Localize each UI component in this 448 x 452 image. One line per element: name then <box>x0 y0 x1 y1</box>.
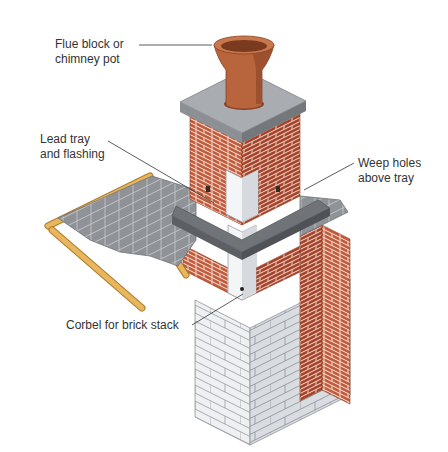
leader-line <box>139 45 212 46</box>
leader-line <box>304 163 354 190</box>
flue-liner <box>226 170 258 222</box>
flashing-edge <box>172 216 242 260</box>
pot-body <box>214 45 274 109</box>
pot-rim <box>214 36 274 54</box>
block-face <box>195 300 250 445</box>
brick-face <box>322 225 350 404</box>
leader-line <box>192 294 243 325</box>
chimney-pot <box>214 36 274 110</box>
weep-hole <box>276 186 280 192</box>
brick-face <box>300 225 322 401</box>
leader-lines <box>108 45 354 325</box>
weep-hole <box>206 186 210 192</box>
callout-label: Flue block or chimney pot <box>55 37 137 67</box>
pot-opening <box>221 40 267 52</box>
flue-liner-side <box>242 170 258 222</box>
callout-label: Corbel for brick stack <box>66 318 179 333</box>
callout-label: Weep holes above tray <box>358 156 436 186</box>
leader-line <box>108 141 214 203</box>
brick-column <box>300 225 350 404</box>
callout-label: Lead tray and flashing <box>40 132 112 162</box>
corbel-pin <box>240 287 244 291</box>
